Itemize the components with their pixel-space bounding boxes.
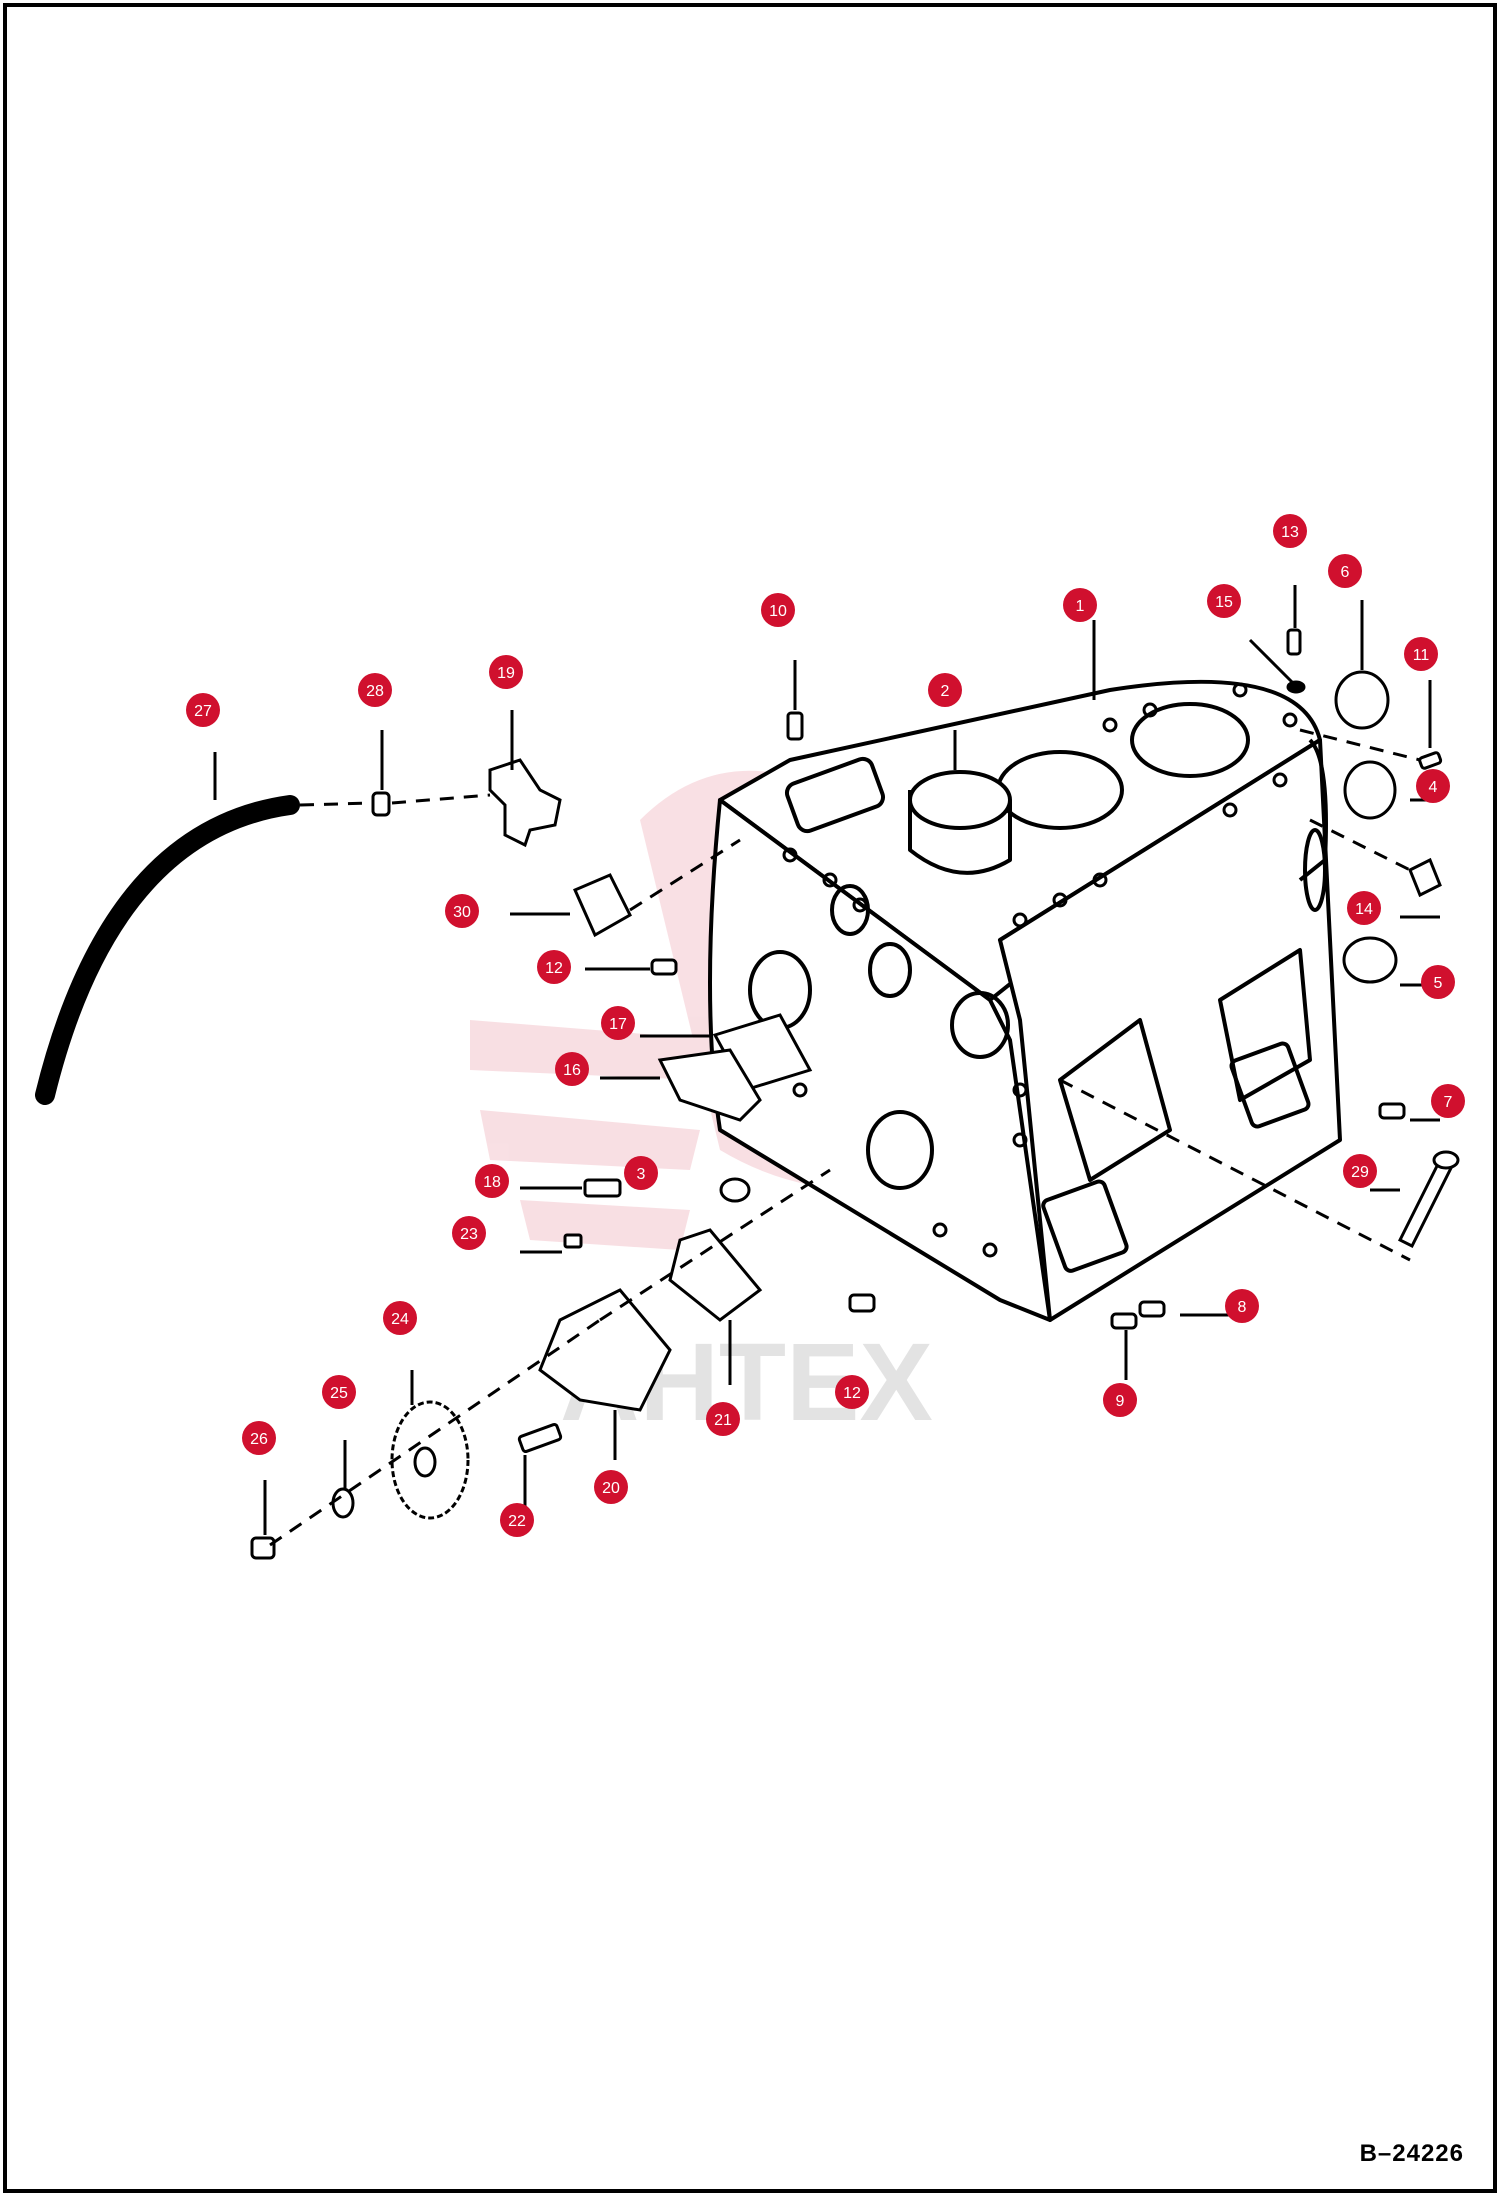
part-15 — [1286, 680, 1306, 694]
callout-12-a: 12 — [537, 950, 571, 984]
svg-text:4: 4 — [1429, 779, 1438, 796]
part-30 — [573, 873, 632, 938]
svg-text:20: 20 — [602, 1480, 620, 1497]
svg-text:6: 6 — [1341, 564, 1350, 581]
svg-text:11: 11 — [1413, 647, 1430, 664]
cylinder-block — [708, 679, 1342, 1322]
part-10 — [786, 711, 804, 741]
callouts: 1 2 3 4 5 6 7 8 9 10 11 12 12 13 14 15 1… — [186, 514, 1465, 1537]
part-16 — [657, 1048, 762, 1122]
callout-3: 3 — [624, 1156, 658, 1190]
svg-text:8: 8 — [1238, 1299, 1247, 1316]
svg-text:16: 16 — [563, 1062, 581, 1079]
part-11 — [1418, 751, 1443, 770]
part-14 — [1408, 857, 1442, 898]
svg-text:28: 28 — [366, 683, 384, 700]
callout-9: 9 — [1103, 1383, 1137, 1417]
callout-11: 11 — [1404, 637, 1438, 671]
svg-text:26: 26 — [250, 1431, 268, 1448]
svg-text:15: 15 — [1215, 594, 1233, 611]
svg-text:7: 7 — [1444, 1094, 1453, 1111]
callout-25: 25 — [322, 1375, 356, 1409]
callout-23: 23 — [452, 1216, 486, 1250]
svg-text:19: 19 — [497, 665, 515, 682]
svg-text:25: 25 — [330, 1385, 348, 1402]
svg-text:2: 2 — [941, 683, 950, 700]
svg-text:27: 27 — [194, 703, 212, 720]
callout-22: 22 — [500, 1503, 534, 1537]
bolt-holes — [752, 682, 1298, 1258]
callout-24: 24 — [383, 1301, 417, 1335]
part-5 — [1342, 936, 1398, 984]
svg-text:24: 24 — [391, 1311, 409, 1328]
part-21 — [668, 1228, 763, 1322]
part-29 — [1397, 1157, 1455, 1249]
callout-13: 13 — [1273, 514, 1307, 548]
drawing-reference-number: B–24226 — [1359, 2140, 1464, 2167]
callout-26: 26 — [242, 1421, 276, 1455]
svg-text:14: 14 — [1355, 901, 1373, 918]
callout-1: 1 — [1063, 588, 1097, 622]
assembly-lines — [269, 728, 1421, 1547]
svg-text:13: 13 — [1281, 524, 1299, 541]
svg-text:10: 10 — [769, 603, 787, 620]
diagram-frame — [3, 3, 1497, 2193]
callout-8: 8 — [1225, 1289, 1259, 1323]
callout-6: 6 — [1328, 554, 1362, 588]
part-29-cap — [1432, 1150, 1460, 1170]
svg-text:1: 1 — [1076, 598, 1085, 615]
part-8 — [1138, 1300, 1166, 1318]
svg-text:5: 5 — [1434, 975, 1443, 992]
svg-text:30: 30 — [453, 904, 471, 921]
part-20 — [538, 1288, 672, 1412]
part-13 — [1286, 628, 1302, 656]
part-23 — [563, 1233, 583, 1249]
callout-29: 29 — [1343, 1154, 1377, 1188]
oil-hose — [35, 795, 300, 1105]
part-22 — [517, 1422, 563, 1454]
callout-30: 30 — [445, 894, 479, 928]
part-6 — [1334, 670, 1390, 730]
callout-14: 14 — [1347, 891, 1381, 925]
callout-19: 19 — [489, 655, 523, 689]
part-25 — [331, 1487, 355, 1519]
svg-text:22: 22 — [508, 1513, 526, 1530]
callout-27: 27 — [186, 693, 220, 727]
part-18 — [583, 1178, 622, 1198]
part-4 — [1343, 760, 1397, 820]
callout-2: 2 — [928, 673, 962, 707]
part-28 — [371, 791, 391, 817]
svg-text:12: 12 — [545, 960, 563, 977]
callout-18: 18 — [475, 1164, 509, 1198]
callout-4: 4 — [1416, 769, 1450, 803]
part-12-b — [848, 1293, 876, 1313]
callout-21: 21 — [706, 1402, 740, 1436]
callout-7: 7 — [1431, 1084, 1465, 1118]
part-7 — [1378, 1102, 1406, 1120]
loose-parts — [250, 628, 1460, 1560]
callout-20: 20 — [594, 1470, 628, 1504]
callout-5: 5 — [1421, 965, 1455, 999]
part-19 — [488, 758, 562, 848]
part-26 — [250, 1536, 276, 1560]
svg-text:3: 3 — [637, 1166, 646, 1183]
svg-text:29: 29 — [1351, 1164, 1369, 1181]
svg-text:9: 9 — [1116, 1393, 1125, 1410]
callout-15: 15 — [1207, 584, 1241, 618]
svg-text:23: 23 — [460, 1226, 478, 1243]
callout-16: 16 — [555, 1052, 589, 1086]
svg-text:12: 12 — [843, 1385, 861, 1402]
callout-12-b: 12 — [835, 1375, 869, 1409]
part-9 — [1110, 1312, 1138, 1330]
callout-10: 10 — [761, 593, 795, 627]
svg-text:17: 17 — [609, 1016, 627, 1033]
part-12-a — [650, 958, 678, 976]
callout-17: 17 — [601, 1006, 635, 1040]
callout-28: 28 — [358, 673, 392, 707]
svg-text:21: 21 — [714, 1412, 732, 1429]
part-3 — [719, 1177, 751, 1203]
part-24-hub — [413, 1446, 437, 1478]
svg-text:18: 18 — [483, 1174, 501, 1191]
